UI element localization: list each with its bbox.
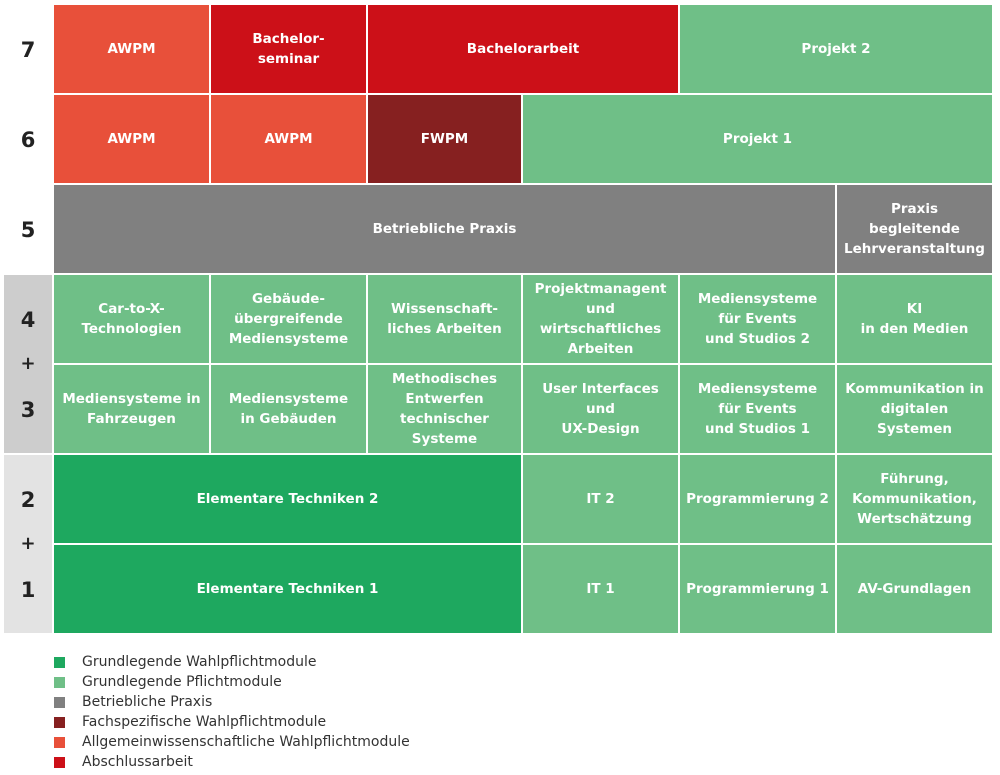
semester-label-7: 7	[20, 38, 36, 62]
legend-item-grundlegende-wahlpflicht: Grundlegende Wahlpflichtmodule	[54, 652, 316, 672]
legend-item-abschlussarbeit: Abschlussarbeit	[54, 752, 193, 772]
semester-label-2: 2	[20, 488, 36, 512]
module-s7-bachelorarbeit: Bachelorarbeit	[368, 5, 678, 93]
semester-label-6: 6	[20, 128, 36, 152]
plus-sign-1-2: +	[20, 533, 36, 554]
legend-swatch	[54, 696, 65, 708]
module-s2-it-2: IT 2	[523, 455, 678, 543]
module-s6-fwpm: FWPM	[368, 95, 521, 183]
legend-swatch	[54, 656, 65, 668]
module-s1-it-1: IT 1	[523, 545, 678, 633]
module-s4-ki-medien: KI in den Medien	[837, 275, 992, 363]
module-s6-awpm-1: AWPM	[54, 95, 209, 183]
module-s6-projekt-1: Projekt 1	[523, 95, 992, 183]
semester-group-3-4	[4, 275, 52, 453]
module-s7-awpm: AWPM	[54, 5, 209, 93]
module-s3-methodisches-entwerfen: Methodisches Entwerfen technischer Syste…	[368, 365, 521, 453]
legend-swatch	[54, 736, 65, 748]
module-s4-wissenschaftliches-arbeiten: Wissenschaft- liches Arbeiten	[368, 275, 521, 363]
module-s1-elementare-techniken-1: Elementare Techniken 1	[54, 545, 521, 633]
module-s4-car-to-x: Car-to-X- Technologien	[54, 275, 209, 363]
legend-item-fachspezifische-wahlpflicht: Fachspezifische Wahlpflichtmodule	[54, 712, 326, 732]
semester-group-1-2	[4, 455, 52, 633]
legend-label: Betriebliche Praxis	[82, 694, 213, 710]
module-s2-programmierung-2: Programmierung 2	[680, 455, 835, 543]
module-s3-mediensysteme-gebaeude: Mediensysteme in Gebäuden	[211, 365, 366, 453]
module-s4-projektmanagement: Projektmanagent und wirtschaftliches Arb…	[523, 275, 678, 363]
module-s3-mediensysteme-events-1: Mediensysteme für Events und Studios 1	[680, 365, 835, 453]
legend-label: Allgemeinwissenschaftliche Wahlpflichtmo…	[82, 734, 410, 750]
legend-label: Grundlegende Pflichtmodule	[82, 674, 282, 690]
module-s6-awpm-2: AWPM	[211, 95, 366, 183]
module-s3-mediensysteme-fahrzeuge: Mediensysteme in Fahrzeugen	[54, 365, 209, 453]
semester-label-1: 1	[20, 578, 36, 602]
semester-label-5: 5	[20, 218, 36, 242]
plus-sign-3-4: +	[20, 353, 36, 374]
module-s3-kommunikation-digitale-systeme: Kommunikation in digitalen Systemen	[837, 365, 992, 453]
legend-label: Grundlegende Wahlpflichtmodule	[82, 654, 317, 670]
legend-swatch	[54, 716, 65, 728]
module-s3-user-interfaces: User Interfaces und UX-Design	[523, 365, 678, 453]
module-s2-fuehrung-kommunikation: Führung, Kommunikation, Wertschätzung	[837, 455, 992, 543]
legend-item-grundlegende-pflicht: Grundlegende Pflichtmodule	[54, 672, 282, 692]
legend-label: Fachspezifische Wahlpflichtmodule	[82, 714, 327, 730]
legend-swatch	[54, 676, 65, 688]
module-s4-mediensysteme-events-2: Mediensysteme für Events und Studios 2	[680, 275, 835, 363]
legend-item-betriebliche-praxis: Betriebliche Praxis	[54, 692, 212, 712]
module-s7-projekt-2: Projekt 2	[680, 5, 992, 93]
module-s1-programmierung-1: Programmierung 1	[680, 545, 835, 633]
semester-label-3: 3	[20, 398, 36, 422]
module-s2-elementare-techniken-2: Elementare Techniken 2	[54, 455, 521, 543]
module-s7-bachelorseminar: Bachelor- seminar	[211, 5, 366, 93]
legend-item-allgemeinwissenschaftliche-wahlpflicht: Allgemeinwissenschaftliche Wahlpflichtmo…	[54, 732, 410, 752]
semester-label-4: 4	[20, 308, 36, 332]
module-s5-betriebliche-praxis: Betriebliche Praxis	[54, 185, 835, 273]
module-s1-av-grundlagen: AV-Grundlagen	[837, 545, 992, 633]
legend-label: Abschlussarbeit	[82, 754, 193, 770]
module-s4-gebaeudeuebergreifende-mediensysteme: Gebäude- übergreifende Mediensysteme	[211, 275, 366, 363]
legend-swatch	[54, 756, 65, 768]
module-s5-praxis-begleitende-lehrveranstaltung: Praxis begleitende Lehrveranstaltung	[837, 185, 992, 273]
